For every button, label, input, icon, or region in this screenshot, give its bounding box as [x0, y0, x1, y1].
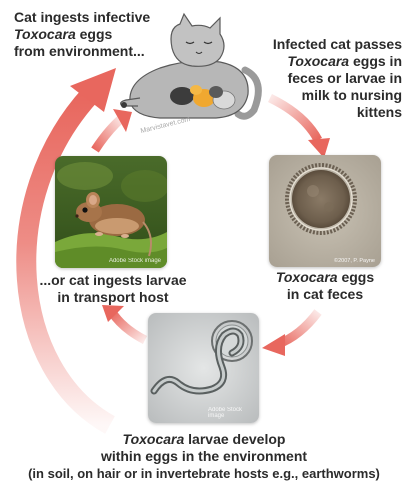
egg-watermark: ©2007, P. Payne — [334, 258, 375, 264]
arrow-mouse-to-cat-head — [113, 109, 132, 132]
arrow-larva-to-mouse-head — [102, 305, 124, 322]
caption-larvae-develop: Toxocara larvae develop within eggs in t… — [28, 431, 380, 481]
mouse-icon — [55, 156, 167, 268]
egg-photo: ©2007, P. Payne — [269, 155, 381, 267]
mouse-watermark: Adobe Stock image — [108, 258, 161, 264]
arrow-cat-to-egg-head — [308, 138, 330, 158]
caption-eggs-in-feces: Toxocara eggs in cat feces — [275, 269, 375, 302]
caption-cat-ingests-eggs: Cat ingests infective Toxocara eggs from… — [14, 9, 151, 59]
arrow-larva-to-mouse — [108, 309, 148, 344]
larva-watermark: Adobe Stock image — [208, 407, 243, 419]
arrow-cat-to-egg — [268, 93, 322, 143]
egg-icon — [269, 155, 381, 267]
larva-photo: Adobe Stock image — [148, 313, 259, 423]
caption-cat-passes-eggs: Infected cat passes Toxocara eggs in fec… — [272, 36, 402, 120]
arrow-mouse-to-cat — [91, 114, 125, 153]
arrow-egg-to-larva-head — [262, 334, 285, 356]
arrow-outer-head — [70, 68, 116, 112]
mouse-photo: Adobe Stock image — [55, 156, 167, 268]
cat-illustration: Marvistavet.com — [120, 10, 270, 135]
caption-transport-host: ...or cat ingests larvae in transport ho… — [39, 272, 187, 305]
arrow-outer-cycle — [16, 88, 116, 434]
larva-icon — [148, 313, 259, 423]
nursing-cat-icon — [120, 12, 262, 120]
